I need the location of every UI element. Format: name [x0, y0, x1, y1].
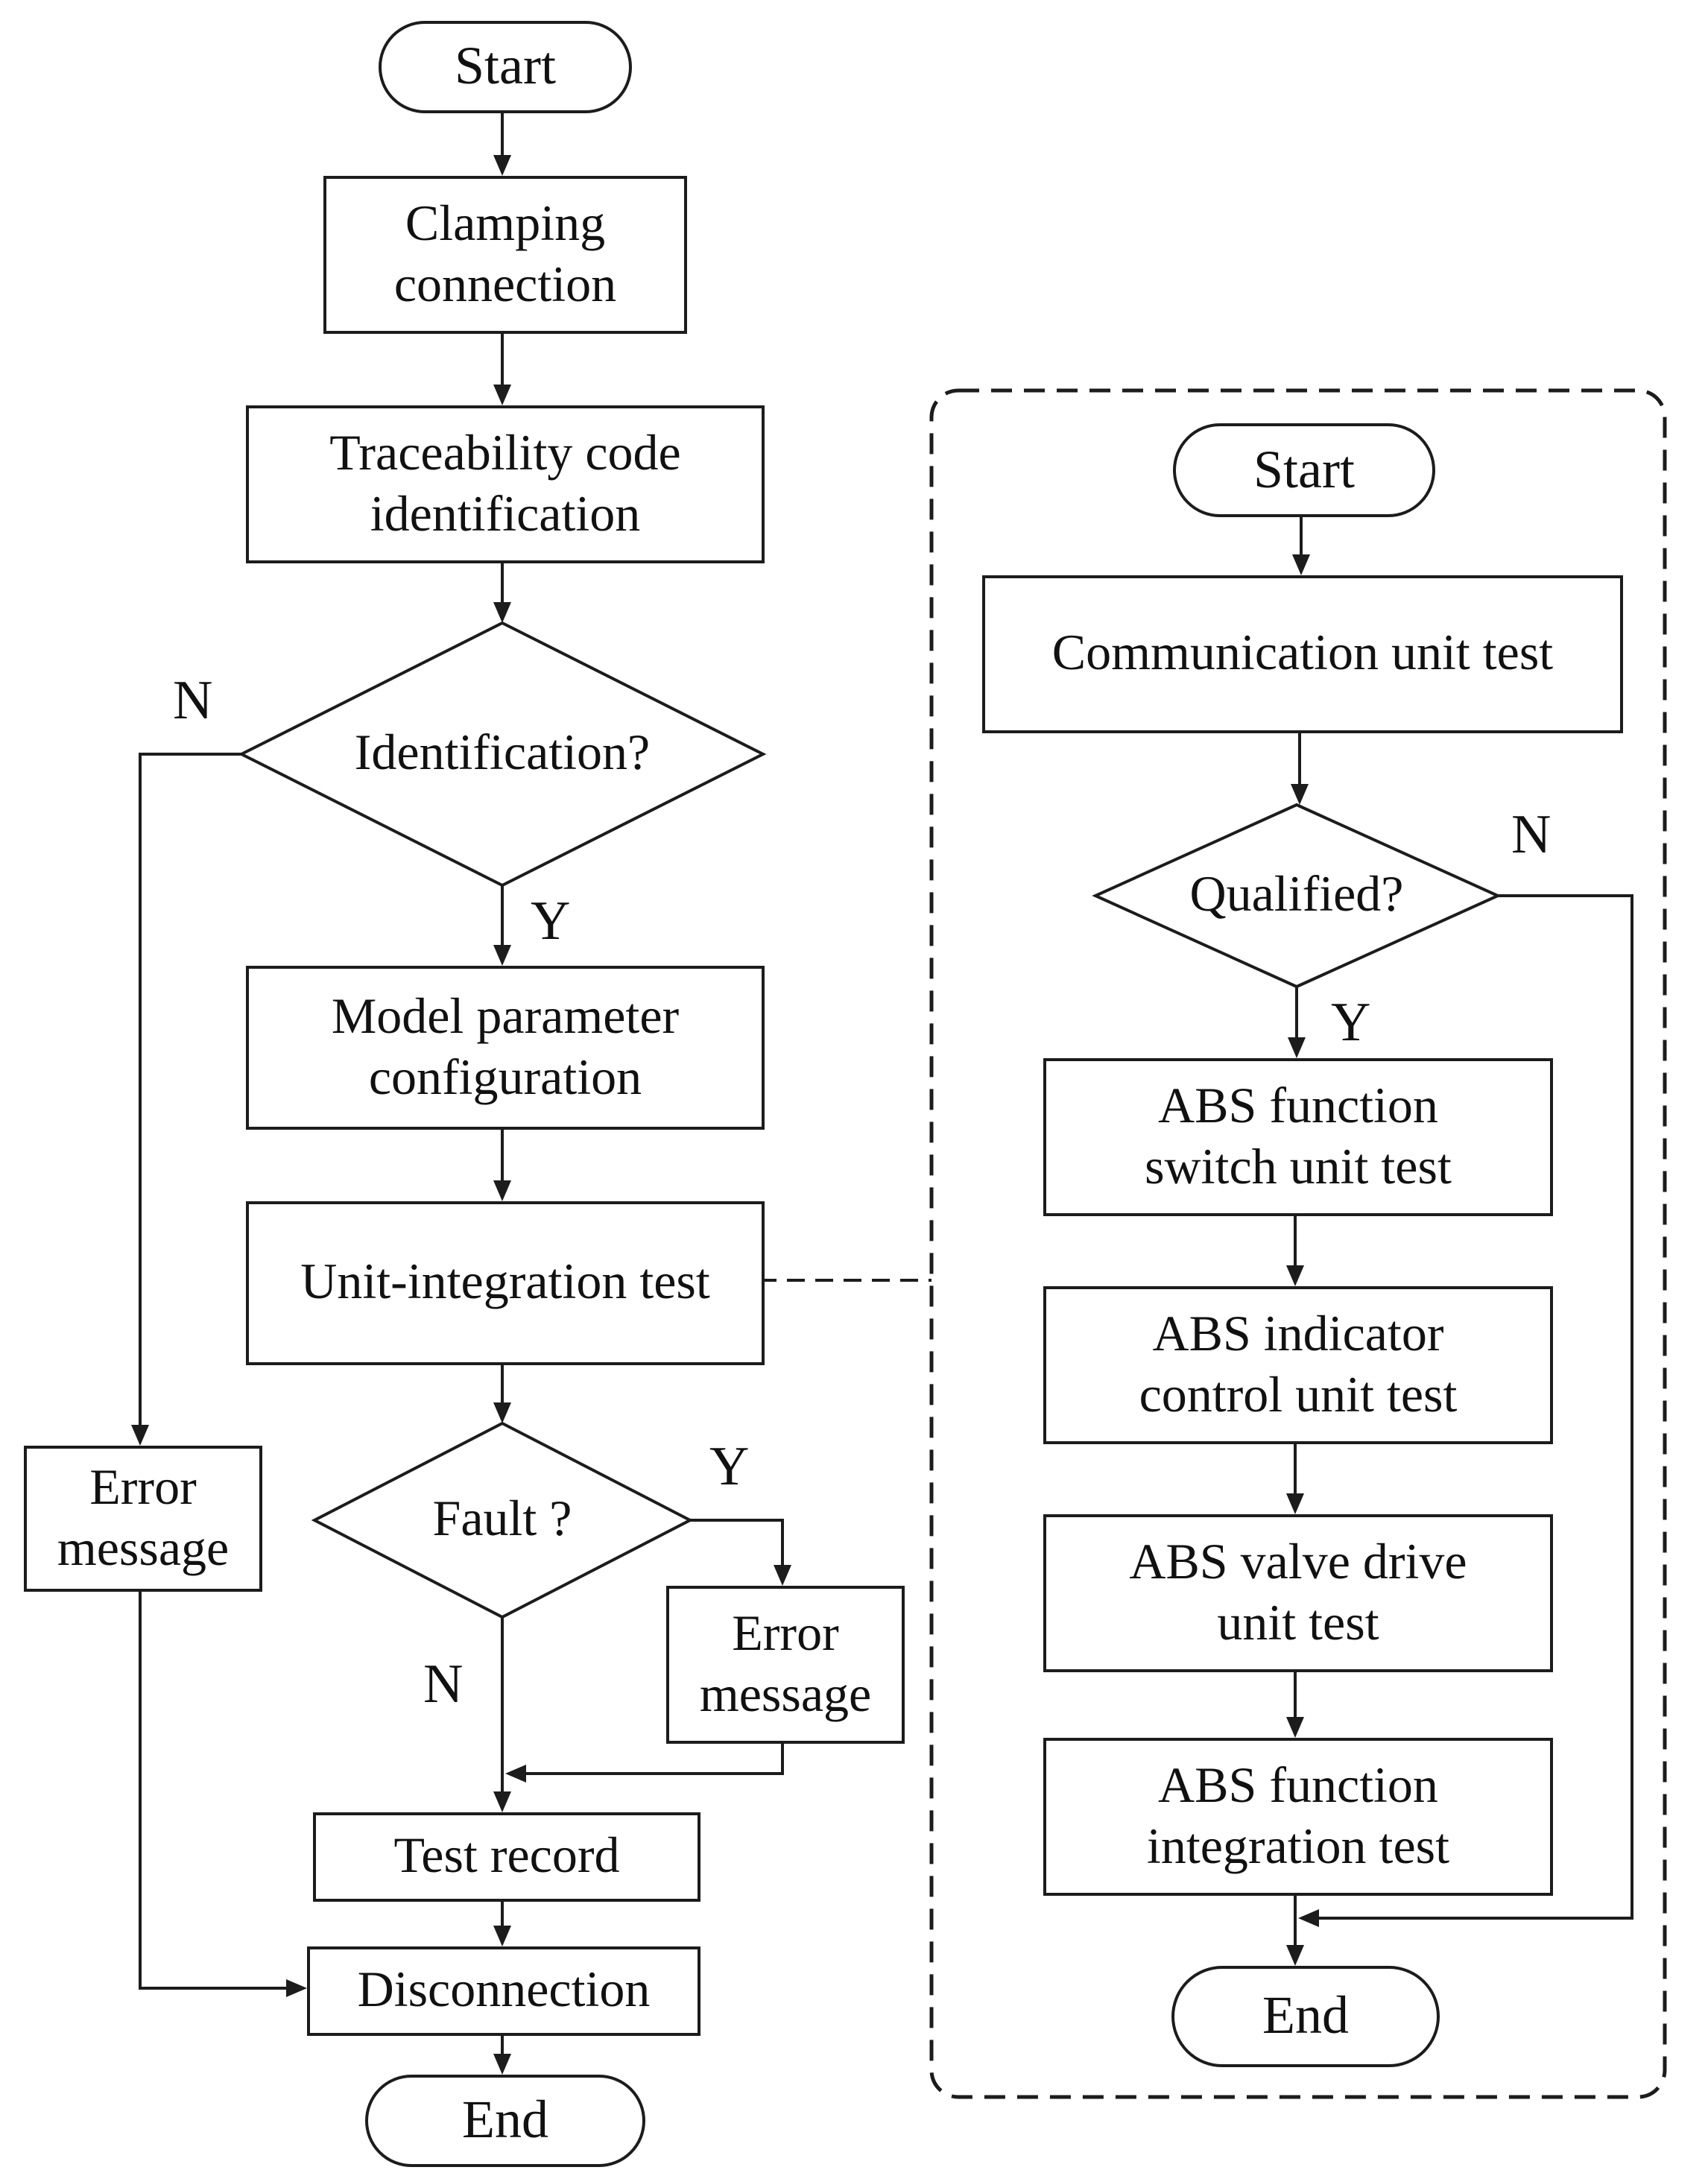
- error-right-line-2: message: [699, 1668, 872, 1723]
- arrowhead-end-right: [1286, 1945, 1304, 1966]
- traceability-line-1: Traceability code: [329, 426, 681, 481]
- subflow-dashed-container: [929, 388, 1667, 2099]
- identification-decision-label: Identification?: [354, 726, 651, 781]
- disconnection-label: Disconnection: [357, 1963, 651, 2019]
- clamping-connection-node: Clamping connection: [323, 176, 687, 334]
- connector-qualified-no-branch: [1319, 894, 1633, 1920]
- arrowhead-abs-switch: [1288, 1037, 1306, 1058]
- abs-switch-line-1: ABS function: [1158, 1078, 1438, 1134]
- abs-valve-line-1: ABS valve drive: [1129, 1534, 1467, 1590]
- error-left-line-1: Error: [89, 1460, 197, 1516]
- abs-switch-line-2: switch unit test: [1145, 1140, 1452, 1195]
- arrowhead-clamping: [493, 155, 511, 176]
- test-record-node: Test record: [313, 1812, 700, 1902]
- arrowhead-abs-indicator: [1286, 1265, 1304, 1286]
- unit-integration-label: Unit-integration test: [300, 1255, 710, 1311]
- arrowhead-unit: [493, 1180, 511, 1201]
- arrowhead-test-record: [493, 1791, 511, 1812]
- identification-diamond-shape: [238, 621, 767, 888]
- connector-identification-no-branch: [139, 753, 241, 1425]
- abs-function-switch-node: ABS function switch unit test: [1043, 1058, 1553, 1216]
- qualified-decision-node: Qualified?: [1095, 805, 1498, 987]
- main-end-label: End: [462, 2090, 548, 2150]
- arrowhead-communication: [1292, 554, 1310, 575]
- disconnection-node: Disconnection: [307, 1946, 700, 2036]
- fault-diamond-shape: [311, 1421, 694, 1619]
- qualified-decision-label: Qualified?: [1189, 867, 1404, 923]
- communication-label: Communication unit test: [1051, 626, 1554, 682]
- arrowhead-end-left: [493, 2054, 511, 2075]
- sub-start-label: Start: [1253, 439, 1355, 499]
- error-message-right-node: Error message: [666, 1586, 905, 1744]
- main-end-node: End: [365, 2075, 645, 2167]
- model-parameter-node: Model parameter configuration: [246, 966, 765, 1130]
- qualified-diamond-shape: [1092, 803, 1502, 989]
- unit-integration-node: Unit-integration test: [246, 1201, 765, 1365]
- main-start-label: Start: [455, 36, 556, 96]
- sub-end-label: End: [1262, 1985, 1349, 2046]
- arrowhead-error-right-merge: [505, 1765, 526, 1783]
- error-message-left-node: Error message: [24, 1446, 262, 1592]
- error-right-line-1: Error: [732, 1606, 839, 1662]
- abs-indicator-control-node: ABS indicator control unit test: [1043, 1286, 1553, 1444]
- identification-decision-node: Identification?: [241, 623, 763, 885]
- arrowhead-abs-valve: [1286, 1493, 1304, 1514]
- abs-valve-line-2: unit test: [1217, 1596, 1379, 1651]
- arrowhead-error-left: [131, 1425, 149, 1446]
- qualified-no-label: N: [1511, 805, 1552, 866]
- arrowhead-model: [493, 945, 511, 966]
- identification-yes-label: Y: [531, 891, 571, 952]
- abs-function-integration-node: ABS function integration test: [1043, 1738, 1553, 1896]
- error-left-line-2: message: [57, 1522, 230, 1577]
- arrowhead-disconnection-left: [286, 1979, 307, 1997]
- sub-end-node: End: [1171, 1966, 1440, 2067]
- fault-decision-label: Fault ?: [432, 1492, 572, 1547]
- connector-error-left-to-disconnection: [139, 1586, 286, 1990]
- qualified-yes-label: Y: [1331, 993, 1371, 1054]
- communication-unit-test-node: Communication unit test: [982, 575, 1623, 733]
- arrowhead-qualified-no-merge: [1298, 1909, 1319, 1927]
- fault-decision-node: Fault ?: [314, 1423, 690, 1617]
- abs-integration-line-2: integration test: [1146, 1820, 1449, 1875]
- arrowhead-disconnection: [493, 1926, 511, 1946]
- arrowhead-fault: [493, 1402, 511, 1423]
- sub-start-node: Start: [1173, 423, 1435, 517]
- fault-no-label: N: [423, 1654, 464, 1715]
- identification-no-label: N: [173, 671, 213, 732]
- traceability-line-2: identification: [370, 487, 641, 543]
- arrowhead-identification: [493, 602, 511, 623]
- connector-error-right-loop: [525, 1738, 784, 1775]
- model-parameter-line-2: configuration: [368, 1051, 642, 1106]
- clamping-line-2: connection: [393, 258, 617, 313]
- arrowhead-traceability: [493, 385, 511, 405]
- abs-indicator-line-1: ABS indicator: [1152, 1306, 1444, 1362]
- abs-indicator-line-2: control unit test: [1139, 1368, 1458, 1423]
- arrowhead-error-right: [774, 1565, 791, 1586]
- model-parameter-line-1: Model parameter: [331, 989, 680, 1045]
- clamping-line-1: Clamping: [405, 196, 606, 252]
- traceability-node: Traceability code identification: [246, 405, 765, 563]
- main-start-node: Start: [379, 21, 632, 113]
- fault-yes-label: Y: [709, 1437, 750, 1498]
- test-record-label: Test record: [393, 1829, 620, 1885]
- arrowhead-abs-integration: [1286, 1717, 1304, 1738]
- arrowhead-qualified: [1291, 784, 1309, 805]
- abs-valve-drive-node: ABS valve drive unit test: [1043, 1514, 1553, 1672]
- abs-integration-line-1: ABS function: [1158, 1758, 1438, 1814]
- connector-fault-yes-branch: [690, 1519, 784, 1565]
